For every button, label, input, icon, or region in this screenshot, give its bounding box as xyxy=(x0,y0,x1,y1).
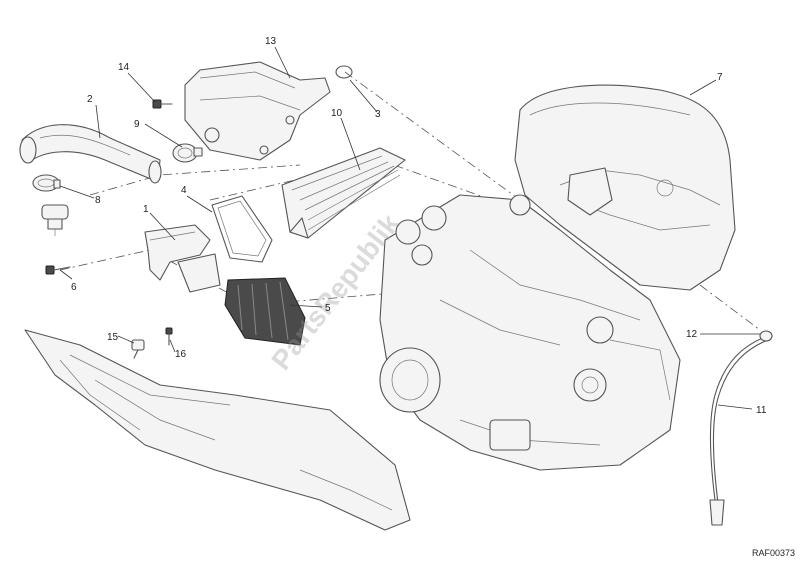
air-filter xyxy=(281,147,406,239)
screw-16 xyxy=(165,327,173,346)
intake-duct-tube xyxy=(19,124,162,184)
callout-16: 16 xyxy=(175,349,187,360)
callout-10: 10 xyxy=(331,108,343,119)
callout-15: 15 xyxy=(107,332,119,343)
callout-9: 9 xyxy=(134,119,140,130)
callout-11: 11 xyxy=(756,405,767,416)
hose-clamp xyxy=(32,174,61,192)
callout-8: 8 xyxy=(95,195,101,206)
callouts: 2 13 14 9 10 3 7 8 4 1 6 5 15 16 12 11 xyxy=(71,36,767,416)
intake-bracket xyxy=(144,224,221,293)
side-fairing-panel xyxy=(24,329,411,531)
screw-14 xyxy=(152,99,173,109)
callout-4: 4 xyxy=(181,185,187,196)
clamp-9 xyxy=(172,143,203,163)
callout-6: 6 xyxy=(71,282,77,293)
drawing-code: RAF00373 xyxy=(752,548,795,558)
hose-clip xyxy=(759,330,773,342)
leader-lines xyxy=(59,46,760,410)
callout-13: 13 xyxy=(265,36,277,47)
gasket xyxy=(211,195,273,263)
temperature-sensor xyxy=(131,339,145,359)
callout-14: 14 xyxy=(118,62,130,73)
breather-valve xyxy=(41,204,69,236)
engine-block xyxy=(379,194,681,471)
breather-hose xyxy=(709,336,769,526)
callout-12: 12 xyxy=(686,329,698,340)
callout-7: 7 xyxy=(717,72,723,83)
o-ring xyxy=(335,65,353,79)
bolt-6 xyxy=(45,265,71,275)
airbox-cover xyxy=(514,84,736,291)
bellows-sleeve xyxy=(224,277,306,346)
callout-2: 2 xyxy=(87,94,93,105)
callout-5: 5 xyxy=(325,303,331,314)
breather-housing xyxy=(184,61,331,161)
callout-3: 3 xyxy=(375,109,381,120)
callout-1: 1 xyxy=(143,204,149,215)
